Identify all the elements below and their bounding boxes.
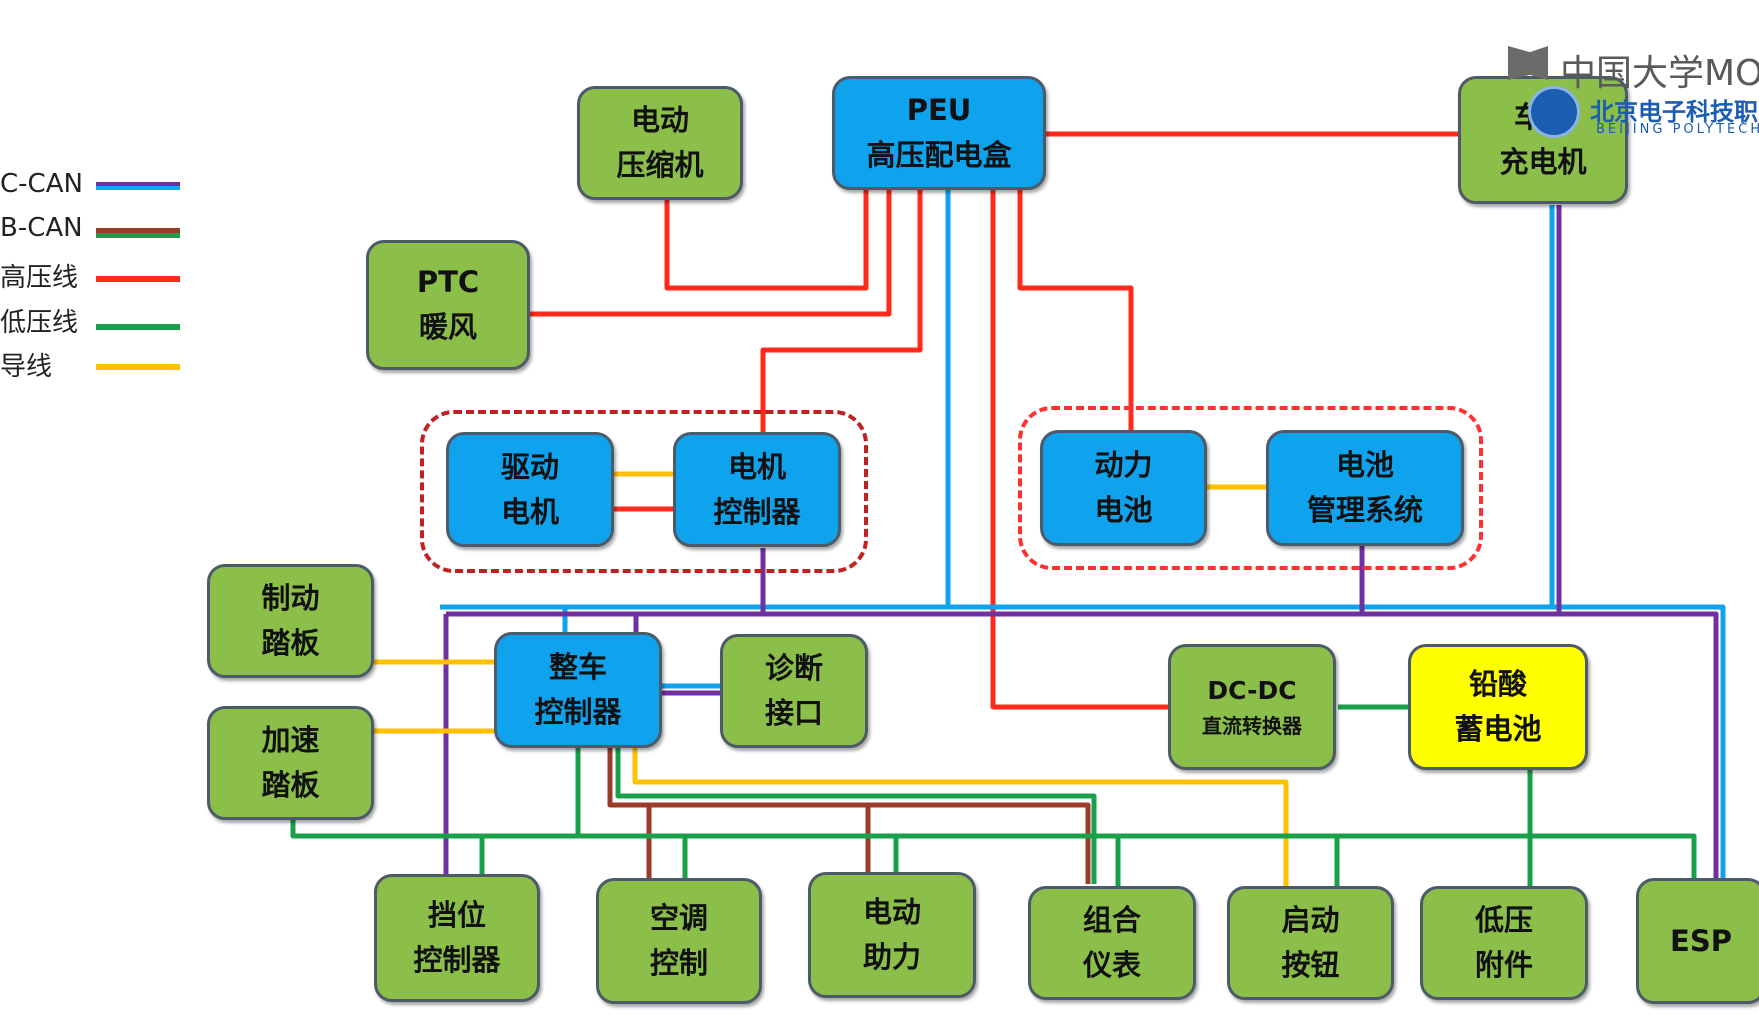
legend-line-bcan [96,228,180,238]
node-label: 制动 [261,581,320,616]
node-peu: PEU 高压配电盒 [832,76,1046,190]
node-label: 踏板 [261,626,320,660]
node-label: 铅酸 [1468,667,1527,702]
node-label: 电动 [630,103,689,138]
node-instrument-cluster: 组合 仪表 [1028,886,1196,1000]
legend-label-ccan: C-CAN [0,169,83,199]
node-label: 踏板 [261,768,320,802]
node-label: 控制器 [713,494,801,529]
node-label: 压缩机 [616,148,704,182]
node-label: 仪表 [1082,948,1141,982]
node-label: 按钮 [1281,948,1340,982]
node-esp: ESP [1636,878,1759,1004]
ccan-purple-bus [446,611,1719,880]
node-diag-port: 诊断 接口 [720,634,868,748]
node-label: 暖风 [418,310,477,344]
node-label: 管理系统 [1306,493,1423,527]
node-label: 电动 [862,895,921,930]
node-ptc: PTC 暖风 [366,240,530,370]
node-label: 整车 [548,650,607,685]
drive-group-dashed-frame [420,410,868,573]
node-label: 加速 [261,723,320,758]
hv-peu-power-battery [1017,190,1134,432]
node-label: 组合 [1082,903,1141,938]
ccan-bus [440,604,1726,880]
node-lead-acid-battery: 铅酸 蓄电池 [1408,644,1588,770]
node-label: 电池 [1094,493,1153,527]
node-label: 接口 [764,696,823,730]
node-lv-accessories: 低压 附件 [1420,886,1588,1000]
node-label: 蓄电池 [1454,712,1542,746]
legend-line-ccan [96,182,180,190]
node-label: 电机 [727,449,786,484]
node-accel-pedal: 加速 踏板 [207,706,374,820]
node-label: 充电机 [1499,145,1587,179]
node-label: 诊断 [764,651,823,686]
node-ac-control: 空调 控制 [596,878,762,1004]
node-label: ESP [1670,923,1732,958]
node-compressor: 电动 压缩机 [577,86,743,200]
mooc-logo-icon [1508,46,1548,80]
node-power-battery: 动力 电池 [1040,430,1207,546]
node-gear-controller: 挡位 控制器 [374,874,540,1002]
bcan-green-main [615,746,1097,884]
node-label: PTC [416,265,480,300]
node-label: 控制器 [534,695,622,729]
node-start-button: 启动 按钮 [1227,886,1394,1000]
legend-label-hv: 高压线 [0,263,79,293]
node-label: 驱动 [500,449,559,484]
legend-label-wire: 导线 [0,352,53,382]
hv-peu-ptc [527,190,892,317]
school-name-en: BEIJING POLYTECHNIC [1596,122,1759,137]
node-label: 电机 [500,494,559,529]
battery-group-dashed-frame [1018,406,1483,570]
node-label: 电池 [1335,448,1394,483]
node-bms: 电池 管理系统 [1266,430,1464,546]
hv-peu-dcdc [990,190,1170,710]
node-label: DC-DC [1207,676,1297,706]
node-brake-pedal: 制动 踏板 [207,564,374,678]
node-label: 空调 [649,901,708,936]
legend-line-hv [96,276,180,282]
node-power-steering: 电动 助力 [808,872,976,998]
node-label: 低压 [1474,903,1533,938]
legend-line-wire [96,364,180,370]
b-can-brown-lines [607,746,1091,884]
node-label: 动力 [1094,448,1153,483]
node-label: 挡位 [427,898,486,933]
hv-peu-compressor [664,190,869,291]
node-motor-controller: 电机 控制器 [673,432,841,547]
legend-label-bcan: B-CAN [0,213,83,243]
mooc-platform-name: 中国大学MOOC [1560,53,1759,94]
low-voltage-lines [290,704,1697,888]
node-drive-motor: 驱动 电机 [446,432,614,547]
node-label: PEU [906,93,972,128]
legend-label-lv: 低压线 [0,308,79,338]
node-label: 启动 [1281,903,1340,938]
hv-peu-motor-controller [760,190,923,432]
node-vcu: 整车 控制器 [494,632,662,748]
node-dcdc: DC-DC 直流转换器 [1168,644,1336,770]
school-name-cn: 北京电子科技职业学院 [1590,98,1759,126]
node-label: 控制 [649,946,708,980]
node-label: 直流转换器 [1202,713,1302,738]
school-emblem-icon [1528,86,1580,138]
lv-bus [290,820,1697,880]
node-label: 控制器 [413,943,501,977]
node-label: 附件 [1474,948,1533,982]
node-label: 高压配电盒 [866,138,1012,172]
node-label: 助力 [862,940,921,974]
high-voltage-lines [527,131,1460,710]
bcan-brown-main [607,746,1091,884]
legend-line-lv [96,324,180,330]
